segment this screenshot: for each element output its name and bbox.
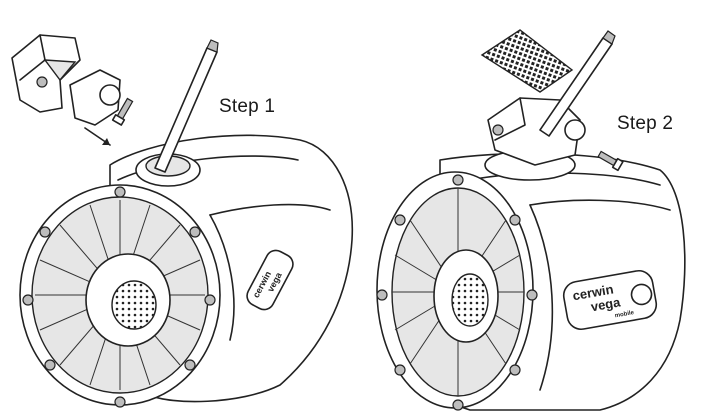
svg-text:mobile: mobile — [614, 310, 635, 319]
speaker-pod-right: cerwin vega mobile — [376, 97, 686, 411]
mount-screw-left — [111, 97, 134, 126]
hex-key-tool-right — [539, 30, 616, 137]
step-1-label: Step 1 — [219, 96, 276, 117]
svg-text:vega: vega — [590, 294, 623, 314]
mount-bracket-parts — [11, 34, 121, 126]
insert-arrow — [84, 127, 111, 146]
svg-text:cerwin: cerwin — [571, 281, 614, 303]
mesh-cap — [480, 29, 574, 93]
speaker-pod-left: cerwin vega — [19, 134, 354, 408]
brand-badge-right: cerwin vega mobile — [562, 269, 658, 331]
hex-key-tool-left — [154, 39, 219, 173]
step-2-label: Step 2 — [617, 113, 674, 134]
mount-screw-right — [597, 150, 624, 172]
brand-badge-left: cerwin vega — [246, 249, 294, 311]
